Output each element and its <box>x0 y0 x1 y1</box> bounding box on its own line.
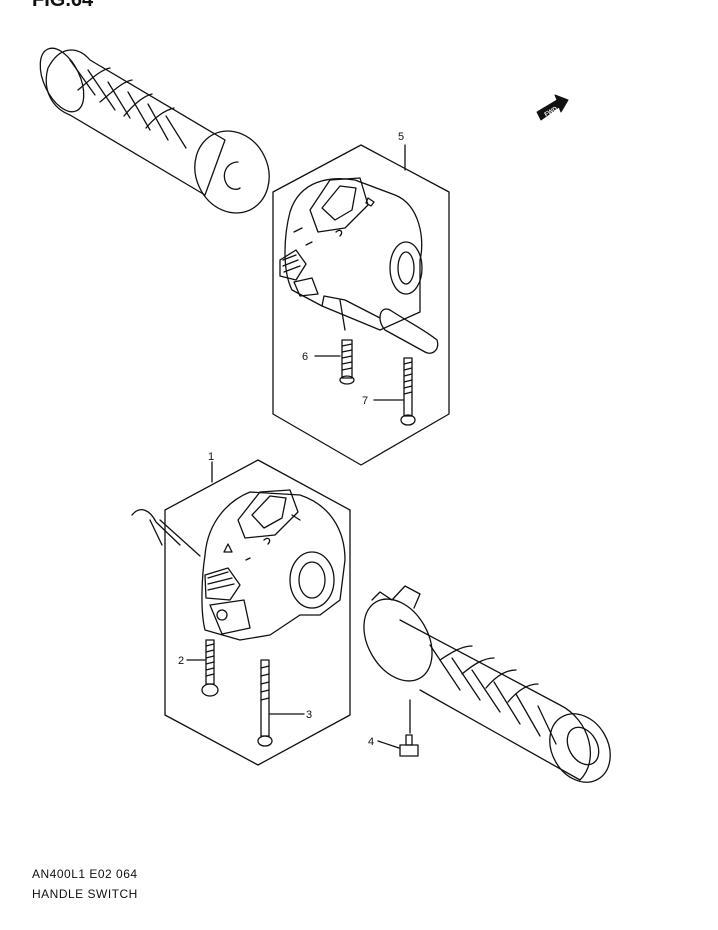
right-handle-switch <box>279 177 439 354</box>
leader-4 <box>377 740 400 749</box>
screw-7 <box>400 357 416 426</box>
callout-6: 6 <box>302 351 308 363</box>
callout-3: 3 <box>306 709 312 721</box>
figure-label: FIG.64 <box>32 0 94 11</box>
callout-2: 2 <box>178 655 184 667</box>
right-handlebar-grip <box>363 585 611 783</box>
callout-4: 4 <box>368 736 374 748</box>
left-handle-switch <box>131 489 346 641</box>
fwd-arrow-icon: FWD <box>536 94 569 121</box>
callout-7: 7 <box>362 395 368 407</box>
screw-2 <box>201 639 219 697</box>
left-handlebar-grip <box>39 47 270 214</box>
switch-kit-frame-lower <box>164 459 351 766</box>
callout-5: 5 <box>398 131 404 143</box>
screw-3 <box>257 659 273 747</box>
callout-1: 1 <box>208 451 214 463</box>
diagram-title: HANDLE SWITCH <box>32 887 138 901</box>
model-code: AN400L1 E02 064 <box>32 867 138 881</box>
switch-kit-frame-upper <box>272 144 450 466</box>
nut-4 <box>399 734 419 757</box>
screw-6 <box>339 339 355 385</box>
